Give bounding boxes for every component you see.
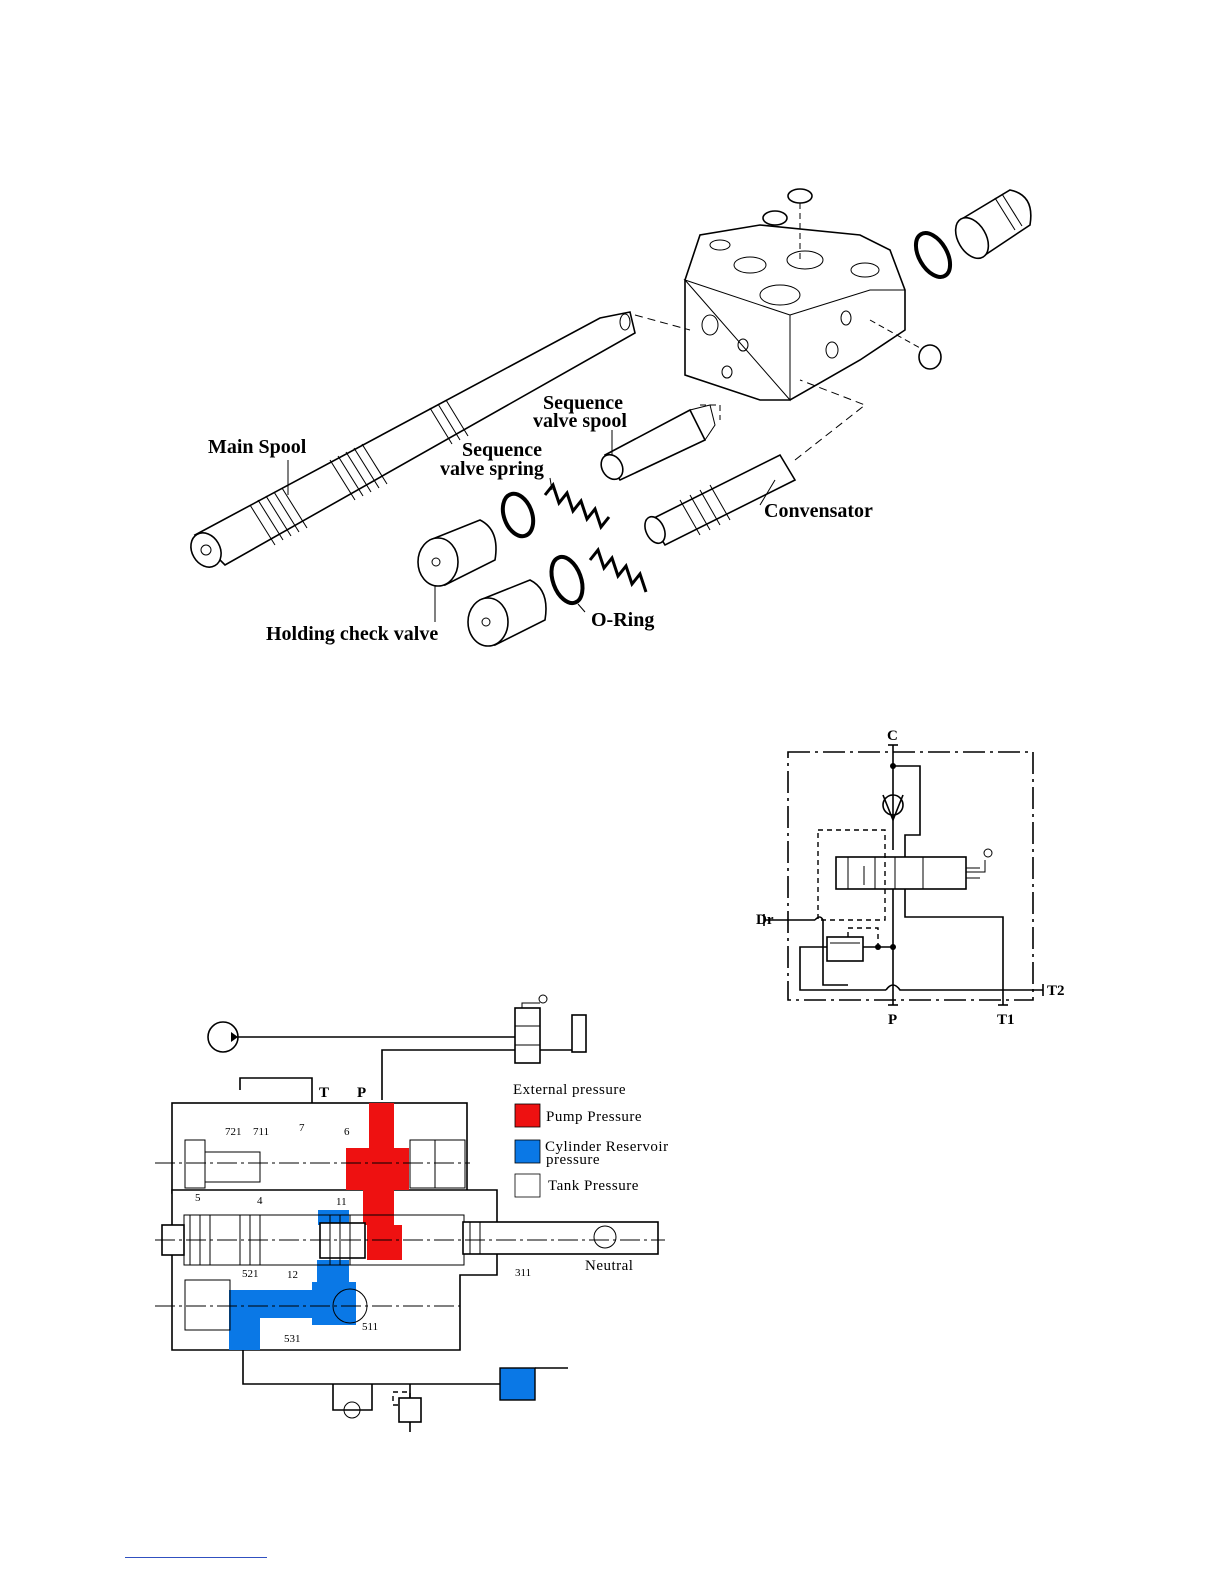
legend-label-cylinder: pressure <box>546 1152 600 1168</box>
pump-pressure-region <box>346 1103 409 1260</box>
holding-check-valve <box>417 519 497 587</box>
footnote-separator <box>125 1557 267 1558</box>
pump-symbol <box>207 1021 239 1053</box>
compensator-spring <box>588 546 648 593</box>
label-sequence-valve-spool: valve spool <box>533 410 627 432</box>
legend: External pressure Pump Pressure Cylinder… <box>513 1082 669 1198</box>
main-spool <box>190 311 636 568</box>
o-ring-top <box>762 210 788 226</box>
legend-label-cylinder: Cylinder Reservoir <box>545 1139 669 1155</box>
port-p: P <box>888 1012 897 1028</box>
part-number: 7 <box>299 1122 305 1134</box>
part-number: 4 <box>257 1195 263 1207</box>
part-number: 311 <box>515 1267 531 1279</box>
label-main-spool: Main Spool <box>208 436 307 458</box>
plug-lower <box>467 579 547 647</box>
part-number: 521 <box>242 1268 259 1280</box>
legend-swatch-tank <box>514 1173 541 1198</box>
part-number: 511 <box>362 1321 378 1333</box>
legend-swatch-cylinder <box>514 1139 541 1164</box>
convensator <box>644 453 797 547</box>
part-number: 721 <box>225 1126 242 1138</box>
port-t2: T2 <box>1047 983 1065 999</box>
part-number: 11 <box>336 1196 347 1208</box>
valve-body <box>683 224 906 402</box>
port-dr: Dr <box>756 912 774 928</box>
port-t1: T1 <box>997 1012 1015 1028</box>
legend-swatch-pump <box>514 1103 541 1128</box>
state-label: Neutral <box>585 1258 633 1274</box>
o-ring-top <box>787 188 813 204</box>
label-convensator: Convensator <box>764 500 873 522</box>
directional-valve-symbol <box>835 856 967 890</box>
cylinder-pressure-region <box>229 1210 356 1350</box>
port-c: C <box>887 728 898 744</box>
sequence-valve-spring <box>543 481 611 531</box>
cylinder-symbol <box>499 1367 536 1401</box>
label-holding-check-valve: Holding check valve <box>266 623 438 645</box>
label-sequence-valve-spring: valve spring <box>440 458 544 480</box>
legend-label-pump: Pump Pressure <box>546 1109 642 1125</box>
part-number: 5 <box>195 1192 201 1204</box>
exploded-view-diagram: Main Spool Sequence valve spool Sequence… <box>190 188 1032 647</box>
port-t: T <box>319 1085 329 1101</box>
end-plug <box>869 189 1032 370</box>
part-number: 6 <box>344 1126 350 1138</box>
label-sequence-valve-spool: Sequence <box>543 392 623 414</box>
legend-label-tank: Tank Pressure <box>548 1178 639 1194</box>
part-number: 531 <box>284 1333 301 1345</box>
port-p: P <box>357 1085 366 1101</box>
label-sequence-valve-spring: Sequence <box>462 439 542 461</box>
sequence-valve-spool <box>600 404 716 482</box>
o-ring <box>500 491 536 539</box>
o-ring <box>549 554 585 606</box>
part-number: 12 <box>287 1269 298 1281</box>
legend-title: External pressure <box>513 1082 626 1098</box>
relief-valve-symbol <box>826 936 864 962</box>
label-o-ring: O-Ring <box>591 609 654 631</box>
check-valve-symbol <box>882 794 904 816</box>
part-number: 711 <box>253 1126 269 1138</box>
